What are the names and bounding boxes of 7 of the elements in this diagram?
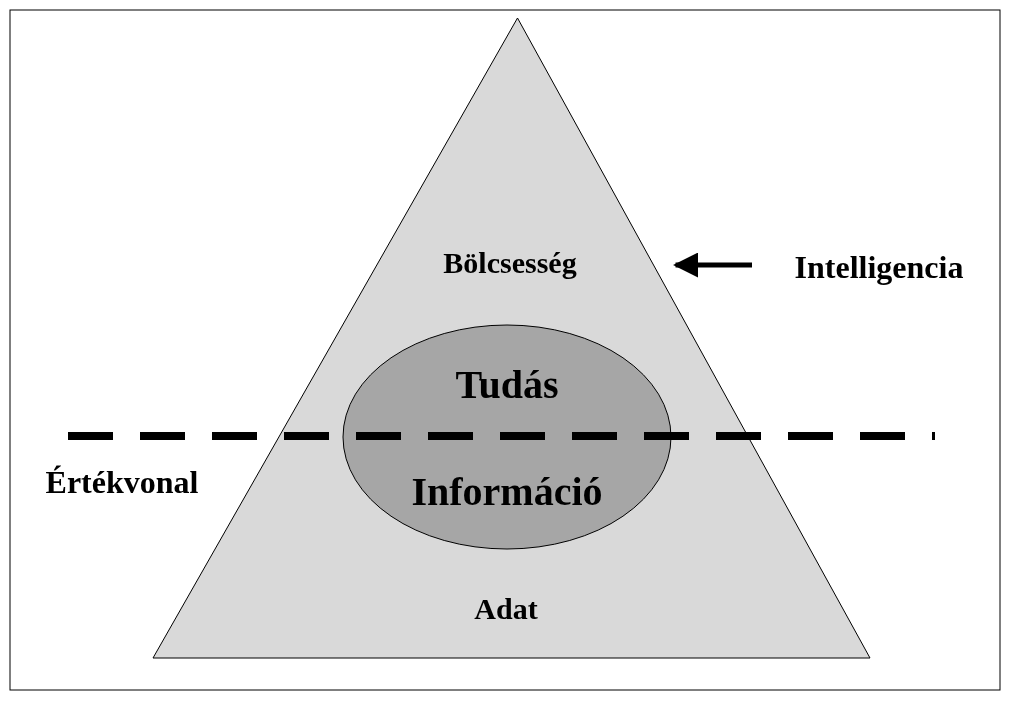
line-label: Értékvonal	[45, 465, 199, 501]
level-label: Adat	[474, 591, 538, 625]
side-label: Intelligencia	[794, 250, 964, 286]
arrow	[673, 252, 752, 278]
level-label: Tudás	[455, 363, 559, 407]
level-label: Bölcsesség	[443, 245, 577, 279]
level-label: Információ	[411, 470, 603, 514]
